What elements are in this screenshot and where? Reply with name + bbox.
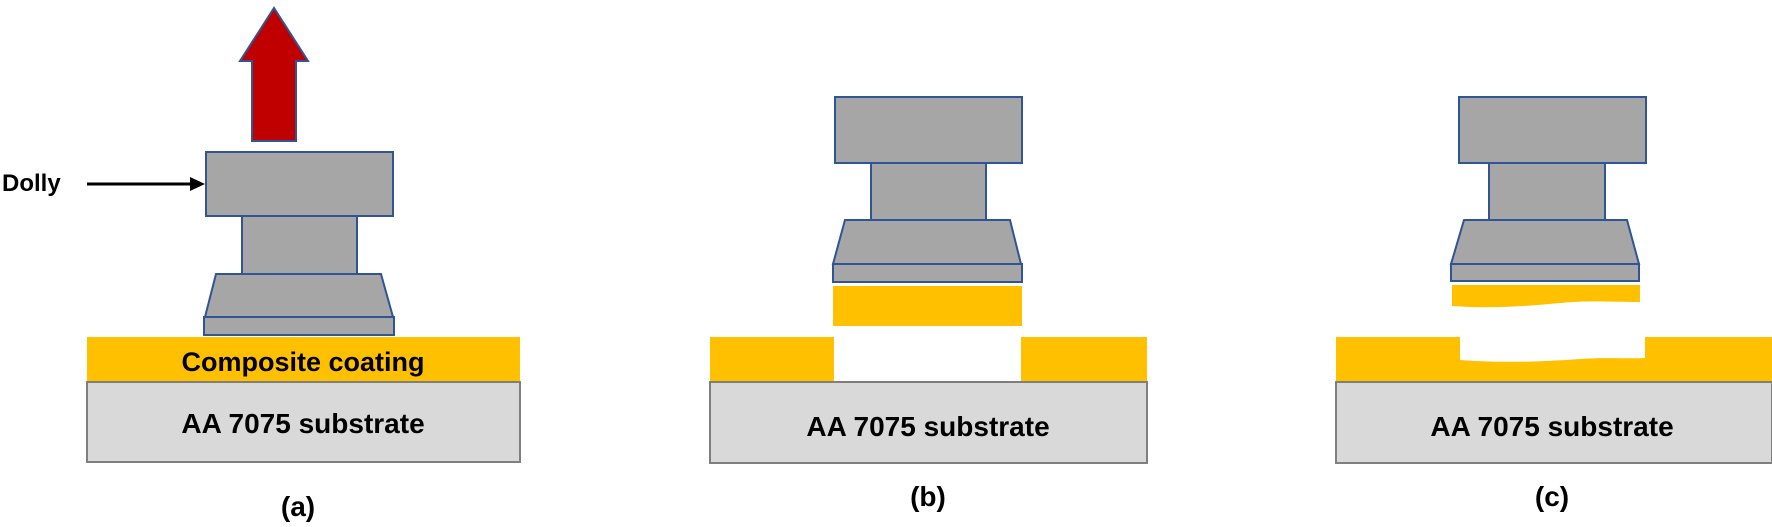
coating-label: Composite coating — [181, 347, 424, 377]
dolly-neck — [1488, 162, 1606, 221]
pull-arrow — [238, 6, 310, 142]
substrate-label: AA 7075 substrate — [181, 408, 424, 439]
dolly-neck — [241, 215, 358, 275]
panel-b: AA 7075 substrate (b) — [709, 96, 1148, 512]
composite-coating-layer — [87, 337, 520, 382]
dolly-top-block — [1458, 96, 1647, 164]
panel-b-caption: (b) — [910, 481, 946, 512]
dolly-pointer-head — [190, 177, 205, 191]
substrate-block — [1335, 381, 1772, 464]
dolly-label: Dolly — [2, 170, 61, 197]
dolly-base-plate — [832, 263, 1023, 283]
substrate-block — [709, 381, 1148, 464]
substrate-block — [86, 381, 521, 463]
dolly-base-plate — [1450, 263, 1640, 282]
coating-right-segment — [1021, 337, 1147, 382]
panel-a-caption: (a) — [281, 491, 315, 522]
dolly-base-trapezoid — [203, 273, 395, 318]
dolly-top-block — [834, 96, 1023, 164]
dolly-neck — [870, 162, 987, 221]
coating-left-segment — [710, 337, 834, 382]
detached-coating-fragment — [1452, 285, 1640, 308]
panel-c-caption: (c) — [1535, 481, 1569, 512]
remaining-coating-layer — [1336, 337, 1772, 382]
dolly-base-trapezoid — [831, 219, 1023, 265]
substrate-label: AA 7075 substrate — [806, 411, 1049, 442]
dolly-top-block — [205, 151, 394, 217]
panel-c: AA 7075 substrate (c) — [1335, 96, 1772, 512]
panel-a: Dolly Composite coating AA 7075 substrat… — [2, 6, 521, 522]
detached-coating-layer — [833, 286, 1022, 326]
dolly-base-trapezoid — [1449, 219, 1641, 265]
dolly-base-plate — [203, 316, 395, 336]
substrate-label: AA 7075 substrate — [1430, 411, 1673, 442]
